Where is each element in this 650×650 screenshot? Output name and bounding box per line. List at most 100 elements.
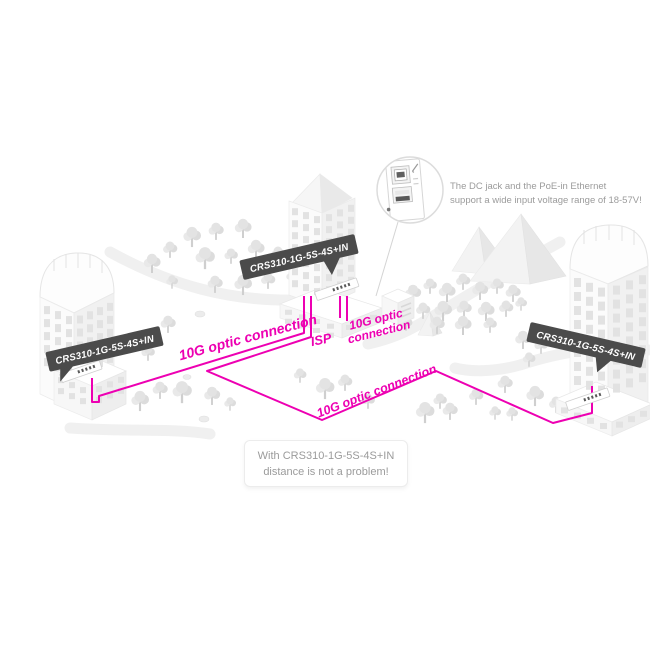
tree [315, 377, 335, 400]
tree [152, 381, 168, 399]
bush [198, 415, 210, 423]
tree [166, 275, 179, 289]
roof-ribs [53, 253, 103, 273]
tree [456, 300, 472, 318]
tree [515, 297, 528, 311]
footer-note-line1: With CRS310-1G-5S-4S+IN [257, 450, 395, 462]
road [104, 246, 306, 306]
building-window [66, 342, 72, 351]
building-window [303, 284, 309, 292]
building-window [80, 398, 86, 405]
tree [454, 315, 472, 335]
badge-tail [595, 356, 613, 373]
building-window [598, 315, 605, 325]
building-window [600, 423, 607, 429]
connection-labels: 10G optic connection ISP 10G optic conne… [177, 306, 439, 421]
tree [247, 239, 265, 259]
building-window [303, 272, 309, 280]
building-window [574, 320, 581, 329]
left-link-label: 10G optic connection [177, 311, 319, 363]
switch-ports [77, 364, 96, 374]
building-window [44, 345, 50, 354]
building-window [66, 329, 72, 338]
rj45-contacts [396, 171, 405, 178]
vent-slits [400, 302, 412, 318]
building-window [107, 302, 113, 311]
building-window [285, 309, 292, 315]
building-window [574, 362, 581, 371]
building-window [97, 333, 103, 342]
building-window [598, 371, 605, 381]
switch-device [565, 387, 611, 411]
building-window [327, 323, 334, 329]
building-window [639, 317, 646, 327]
building-window [626, 308, 633, 318]
building-window [87, 324, 93, 333]
building-window [299, 314, 306, 320]
sfp-slot [395, 195, 410, 202]
building-window [337, 209, 343, 217]
building-window [44, 319, 50, 328]
building-window [87, 337, 93, 346]
building-window [326, 226, 332, 234]
tree [438, 282, 456, 302]
callout-circle-border [376, 156, 444, 224]
building-window [639, 331, 646, 341]
building-window [77, 315, 83, 324]
building-window [107, 354, 113, 363]
callout-note: The DC jack and the PoE-in Ethernet supp… [450, 180, 650, 208]
bush [194, 310, 206, 318]
tree [499, 300, 514, 317]
building-window [626, 322, 633, 332]
tree [224, 248, 238, 264]
building-window [327, 332, 334, 338]
footer-note: With CRS310-1G-5S-4S+IN distance is not … [244, 440, 408, 487]
building-window [613, 369, 620, 379]
building-window [80, 387, 86, 394]
building-window [586, 310, 593, 320]
label-mark [413, 182, 419, 185]
building-roof [569, 224, 649, 285]
building-window [639, 275, 646, 285]
fiber-cable-long [206, 296, 593, 424]
building-window [586, 366, 593, 376]
building-window [639, 289, 646, 299]
building-window [639, 359, 646, 369]
building-window [77, 328, 83, 337]
tree [522, 352, 536, 367]
badge-tail [60, 365, 74, 382]
screw-dot [386, 207, 391, 212]
tree [489, 406, 502, 420]
building-window [44, 332, 50, 341]
building-window [346, 324, 353, 330]
isp-label: ISP [309, 330, 333, 349]
pen-icon [411, 163, 419, 173]
tree [204, 386, 221, 405]
building-window [96, 386, 102, 393]
building-window [55, 337, 61, 346]
tree [416, 302, 431, 319]
tree [208, 222, 224, 240]
building-window [118, 376, 124, 383]
building-window [55, 311, 61, 320]
callout-note-line2: support a wide input voltage range of 18… [450, 195, 642, 206]
building-window [626, 336, 633, 346]
switch-ports [332, 282, 351, 292]
building-roof [39, 252, 115, 314]
building-window [292, 208, 298, 216]
badge-bg [239, 234, 359, 280]
building-window [598, 287, 605, 297]
building-window [561, 407, 568, 414]
tree [234, 218, 252, 238]
tree [163, 241, 178, 258]
tree [433, 393, 447, 409]
building-window [598, 301, 605, 311]
building-window [118, 387, 124, 394]
building-window [313, 328, 320, 333]
roof-ribs [583, 225, 635, 245]
tree [224, 397, 237, 411]
building-window [348, 204, 354, 212]
footer-note-line2: distance is not a problem! [263, 466, 389, 478]
tree [234, 274, 253, 296]
building-window [69, 382, 75, 389]
